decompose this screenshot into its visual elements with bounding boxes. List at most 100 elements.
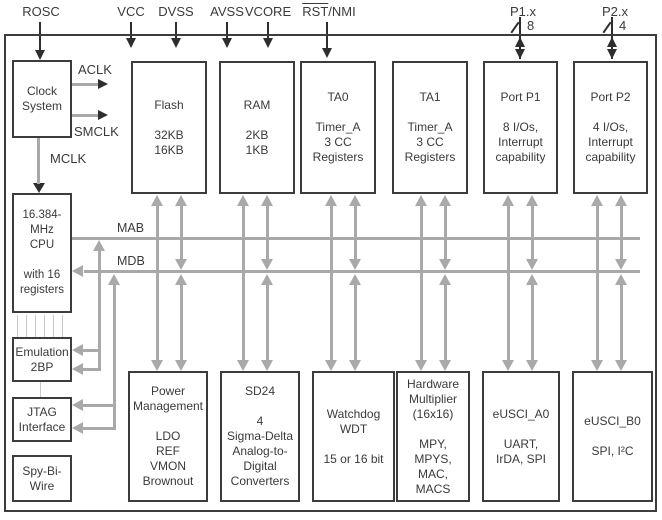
arrowhead-left-icon bbox=[72, 422, 83, 434]
arrowhead-down-icon bbox=[174, 360, 187, 371]
arrowhead-down-icon bbox=[260, 259, 273, 270]
port-p1-block: Port P1 8 I/Os, Interrupt capability bbox=[483, 61, 558, 194]
pin-label-avss: AVSS bbox=[210, 4, 244, 19]
clock-system-block: Clock System bbox=[12, 60, 72, 138]
ta0-timer-block: TA0 Timer_A 3 CC Registers bbox=[300, 61, 376, 194]
arrowhead-down-icon bbox=[262, 38, 273, 48]
cpu-block: 16.384-MHz CPU with 16 registers bbox=[12, 193, 72, 313]
arrowhead-down-icon bbox=[348, 259, 361, 270]
arrowhead-up-icon bbox=[438, 274, 451, 285]
connector-line bbox=[595, 205, 599, 361]
arrowhead-right-icon bbox=[98, 78, 108, 89]
sd24-adc-block: SD24 4 Sigma-Delta Analog-to- Digital Co… bbox=[220, 371, 300, 502]
connector-line bbox=[155, 205, 159, 361]
arrowhead-down-icon bbox=[614, 259, 627, 270]
debug-bus-line bbox=[40, 382, 41, 397]
debug-bus-line bbox=[17, 315, 18, 337]
arrowhead-up-icon bbox=[614, 195, 627, 206]
arrowhead-down-icon bbox=[34, 50, 45, 60]
connector-line bbox=[97, 250, 101, 370]
arrowhead-left-icon bbox=[72, 265, 83, 277]
emulation-block: Emulation 2BP bbox=[12, 337, 72, 382]
arrowhead-up-icon bbox=[438, 195, 451, 206]
arrowhead-up-icon bbox=[92, 240, 105, 251]
nmi-text: /NMI bbox=[328, 4, 356, 19]
flash-block: Flash 32KB 16KB bbox=[131, 61, 207, 194]
arrowhead-up-icon bbox=[260, 274, 273, 285]
rst-overline-text: RST bbox=[302, 4, 329, 19]
arrowhead-down-icon bbox=[438, 360, 451, 371]
p2-bus-width: 4 bbox=[619, 18, 627, 33]
arrowhead-up-icon bbox=[348, 195, 361, 206]
connector-line bbox=[265, 205, 269, 260]
connector-line bbox=[130, 22, 132, 38]
connector-line bbox=[506, 205, 510, 361]
connector-line bbox=[443, 205, 447, 260]
watchdog-block: Watchdog WDT 15 or 16 bit bbox=[312, 371, 395, 502]
arrowhead-down-icon bbox=[150, 360, 163, 371]
connector-line bbox=[84, 270, 640, 273]
connector-line bbox=[72, 113, 98, 117]
pin-label-vcore: VCORE bbox=[244, 4, 292, 19]
arrowhead-up-icon bbox=[590, 195, 603, 206]
arrowhead-right-icon bbox=[98, 109, 108, 120]
arrowhead-down-icon bbox=[170, 38, 181, 48]
debug-bus-line bbox=[35, 315, 36, 337]
arrowhead-down-icon bbox=[321, 48, 332, 58]
connector-line bbox=[611, 17, 613, 59]
ta1-timer-block: TA1 Timer_A 3 CC Registers bbox=[392, 61, 468, 194]
debug-bus-line bbox=[44, 315, 45, 337]
arrowhead-up-icon bbox=[501, 195, 514, 206]
arrowhead-down-icon bbox=[501, 360, 514, 371]
jtag-interface-block: JTAG Interface bbox=[12, 397, 72, 442]
connector-line bbox=[530, 205, 534, 260]
arrowhead-down-icon bbox=[414, 360, 427, 371]
arrowhead-up-icon bbox=[150, 195, 163, 206]
arrowhead-up-icon bbox=[260, 195, 273, 206]
arrowhead-up-icon bbox=[174, 195, 187, 206]
arrowhead-up-icon bbox=[174, 274, 187, 285]
connector-line bbox=[353, 205, 357, 260]
debug-bus-line bbox=[26, 315, 27, 337]
connector-line bbox=[37, 138, 40, 184]
arrowhead-down-icon bbox=[590, 360, 603, 371]
arrowhead-up-icon bbox=[614, 274, 627, 285]
connector-line bbox=[72, 82, 98, 86]
connector-line bbox=[179, 284, 183, 361]
connector-line bbox=[267, 22, 269, 38]
arrowhead-down-icon bbox=[260, 360, 273, 371]
arrowhead-up-icon bbox=[236, 195, 249, 206]
pin-label-rosc: ROSC bbox=[22, 4, 60, 19]
mab-bus-label: MAB bbox=[117, 221, 145, 235]
pin-label-p2x: P2.x bbox=[601, 4, 629, 19]
connector-line bbox=[619, 284, 623, 361]
connector-line bbox=[419, 205, 423, 361]
arrowhead-down-icon bbox=[125, 38, 136, 48]
pin-label-rst-nmi: RST/NMI bbox=[302, 4, 355, 19]
device-boundary bbox=[4, 34, 657, 512]
arrowhead-down-icon bbox=[32, 183, 45, 193]
smclk-label: SMCLK bbox=[74, 124, 119, 139]
arrowhead-left-icon bbox=[72, 363, 83, 375]
connector-line bbox=[175, 22, 177, 38]
arrowhead-down-icon bbox=[324, 360, 337, 371]
ram-block: RAM 2KB 1KB bbox=[219, 61, 295, 194]
p1-bus-width: 8 bbox=[527, 18, 535, 33]
arrowhead-down-icon bbox=[525, 360, 538, 371]
eusci-b0-block: eUSCI_B0 SPI, I²C bbox=[572, 371, 653, 502]
arrowhead-down-icon bbox=[236, 360, 249, 371]
connector-line bbox=[353, 284, 357, 361]
connector-line bbox=[112, 284, 116, 429]
arrowhead-up-icon bbox=[348, 274, 361, 285]
arrowhead-up-icon bbox=[414, 195, 427, 206]
arrowhead-up-icon bbox=[525, 274, 538, 285]
connector-line bbox=[241, 205, 245, 361]
pin-label-vcc: VCC bbox=[117, 4, 145, 19]
arrowhead-down-icon bbox=[525, 259, 538, 270]
arrowhead-up-icon bbox=[107, 274, 120, 285]
arrowhead-up-icon bbox=[324, 195, 337, 206]
arrowhead-left-icon bbox=[72, 343, 83, 356]
arrowhead-up-icon bbox=[525, 195, 538, 206]
mdb-bus-label: MDB bbox=[117, 254, 145, 268]
